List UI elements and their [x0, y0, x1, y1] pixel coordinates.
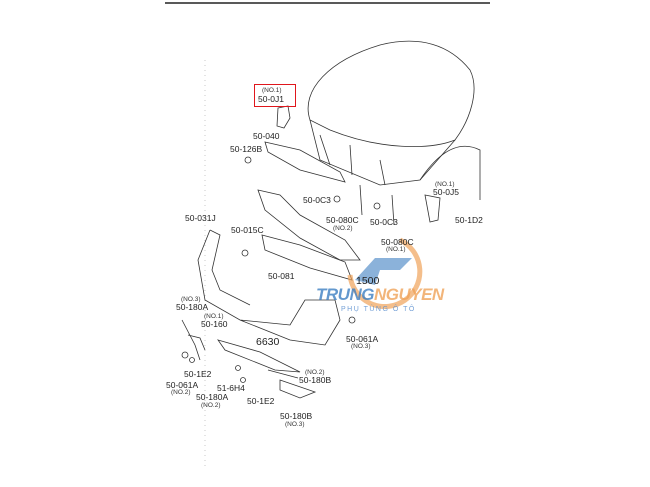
label-50-1E2[interactable]: 50-1E2 [247, 396, 275, 406]
label-50-1D2[interactable]: 50-1D2 [455, 215, 483, 225]
label-50-180B[interactable]: 50-180B [299, 375, 332, 385]
label-note: (NO.1) [435, 181, 455, 188]
label-note: (NO.3) [351, 343, 371, 350]
label-note: (NO.2) [171, 389, 191, 396]
label-1500[interactable]: 1500 [356, 275, 380, 287]
label-50-031J[interactable]: 50-031J [185, 213, 216, 223]
label-50-0C3[interactable]: 50-0C3 [370, 217, 398, 227]
label-50-015C[interactable]: 50-015C [231, 225, 264, 235]
label-50-0J1[interactable]: 50-0J1 [258, 94, 284, 104]
highlight-box [254, 84, 296, 107]
label-6630[interactable]: 6630 [256, 336, 280, 348]
hood [307, 40, 475, 147]
label-50-180A[interactable]: 50-180A [176, 302, 209, 312]
fender [419, 145, 481, 200]
label-50-081[interactable]: 50-081 [268, 271, 295, 281]
label-50-080C[interactable]: 50-080C [381, 237, 414, 247]
label-50-061A[interactable]: 50-061A [346, 334, 379, 344]
label-note: (NO.2) [333, 225, 353, 232]
watermark-brand: TRUNGNGUYEN [316, 285, 444, 304]
label-50-126B[interactable]: 50-126B [230, 144, 263, 154]
label-50-061A[interactable]: 50-061A [166, 380, 199, 390]
label-50-180A[interactable]: 50-180A [196, 392, 229, 402]
label-50-160[interactable]: 50-160 [201, 319, 228, 329]
label-note: (NO.3) [285, 421, 305, 428]
label-note: (NO.2) [305, 369, 325, 376]
part-50-040 [264, 141, 346, 183]
body-front [309, 119, 456, 186]
label-note: (NO.2) [201, 402, 221, 409]
part-bumper-50-031J [197, 229, 341, 346]
label-note: (NO.1) [204, 313, 224, 320]
bolt-50-126B [244, 156, 252, 164]
label-note: (NO.1) [262, 87, 282, 94]
label-50-1E2[interactable]: 50-1E2 [184, 369, 212, 379]
part-absorber [257, 189, 361, 261]
label-50-0C3[interactable]: 50-0C3 [303, 195, 331, 205]
label-51-6H4[interactable]: 51-6H4 [217, 383, 245, 393]
label-50-080C[interactable]: 50-080C [326, 215, 359, 225]
label-50-0J5[interactable]: 50-0J5 [433, 187, 459, 197]
label-note: (NO.3) [181, 296, 201, 303]
part-50-0J1 [276, 105, 291, 129]
watermark-tagline: PHỤ TÙNG Ô TÔ [341, 306, 416, 313]
label-50-180B[interactable]: 50-180B [280, 411, 313, 421]
label-note: (NO.1) [386, 246, 406, 253]
radiator-support [319, 134, 386, 186]
label-50-040[interactable]: 50-040 [253, 131, 280, 141]
part-50-160 [217, 339, 301, 373]
brand-logo [347, 237, 423, 309]
